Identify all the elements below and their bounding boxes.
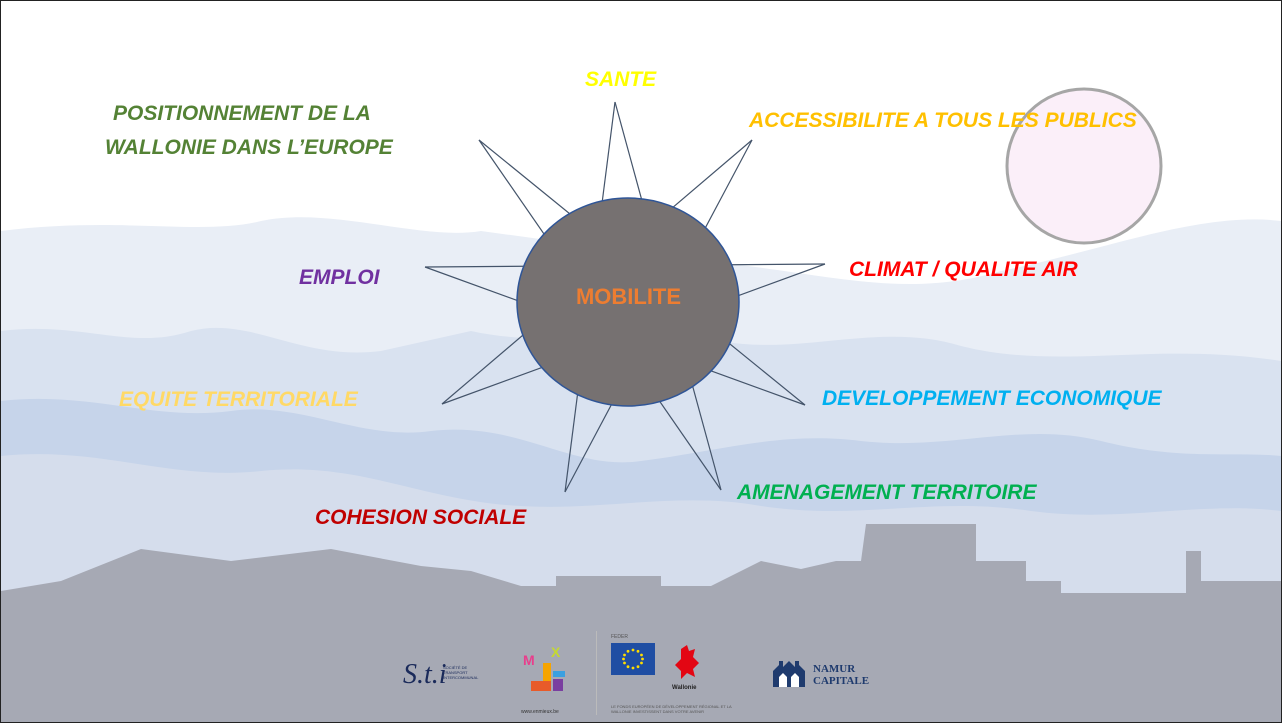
label-accessibilite: ACCESSIBILITE A TOUS LES PUBLICS [749, 109, 1137, 132]
svg-text:X: X [551, 644, 561, 660]
sti-logo: S.t.i [403, 659, 447, 690]
mobilite-circle [516, 197, 740, 407]
namur-capitale-label: NAMUR CAPITALE [813, 663, 869, 687]
city-silhouette [1, 524, 1281, 722]
namur-line2: CAPITALE [813, 675, 870, 687]
label-cohesion: COHESION SOCIALE [315, 506, 527, 529]
label-equite: EQUITE TERRITORIALE [119, 388, 358, 411]
partner-logos: S.t.i SOCIÉTÉ DE TRANSPORT INTERCOMMUNAL… [381, 629, 901, 717]
mw-logo-icon: M X [523, 644, 565, 691]
sti-caption: SOCIÉTÉ DE TRANSPORT INTERCOMMUNAL [443, 665, 479, 680]
mobilite-label: MOBILITE [575, 284, 682, 309]
label-amenagement: AMENAGEMENT TERRITOIRE [737, 481, 1037, 504]
feder-text: LE FONDS EUROPÉEN DE DÉVELOPPEMENT RÉGIO… [611, 704, 732, 714]
sun-circle [1005, 87, 1163, 245]
namur-capitale-icon [773, 661, 805, 687]
label-climat: CLIMAT / QUALITE AIR [849, 258, 1078, 281]
eu-flag-icon [611, 643, 655, 675]
svg-text:M: M [523, 652, 535, 668]
wallonie-label: Wallonie [672, 685, 697, 691]
label-emploi: EMPLOI [299, 266, 380, 289]
wallonie-rooster-icon [675, 645, 699, 679]
feder-caption: FEDER [611, 634, 628, 640]
label-sante: SANTE [585, 68, 657, 91]
label-positionnement-line1: POSITIONNEMENT DE LA [113, 102, 371, 125]
label-developpement: DEVELOPPEMENT ECONOMIQUE [822, 387, 1162, 410]
label-positionnement-line2: WALLONIE DANS L’EUROPE [105, 136, 393, 159]
logo-divider [596, 631, 597, 715]
namur-line1: NAMUR [813, 663, 856, 675]
mw-url: www.enmieux.be [521, 709, 559, 715]
